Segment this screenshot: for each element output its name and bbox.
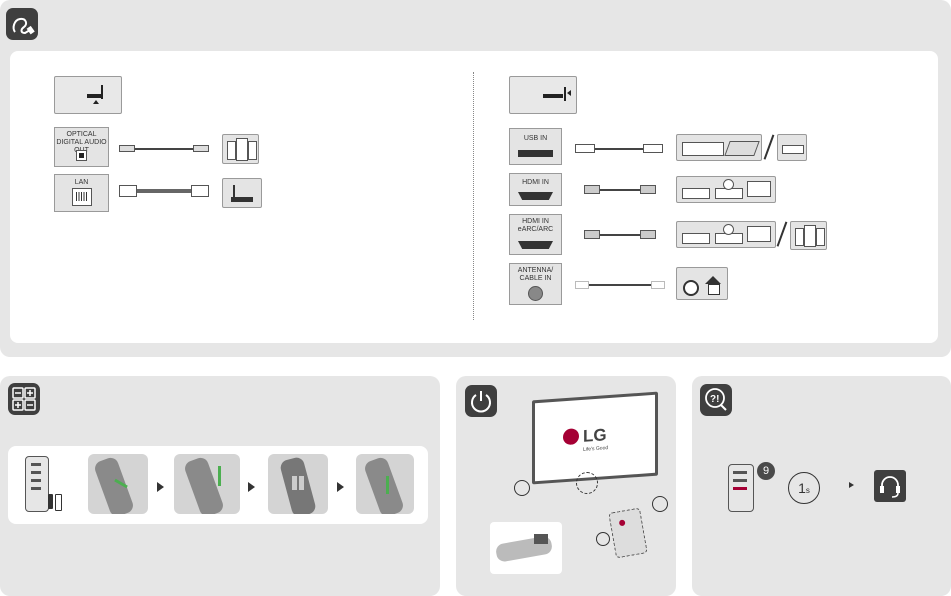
tv-frame: LG Life's Good (532, 391, 658, 485)
usb-cable (595, 148, 643, 150)
tv-side-left (54, 76, 122, 114)
step-arrow-3 (337, 482, 344, 492)
hdmi-devices (676, 176, 776, 203)
timer-unit: s (805, 486, 810, 495)
hdmi-arc-port: HDMI IN eARC/ARC (509, 214, 562, 255)
hdmi-arc-plug-a (584, 230, 600, 239)
lan-port: LAN (54, 174, 109, 212)
arc-speaker-device (790, 221, 827, 250)
hdmi-port: HDMI IN (509, 173, 562, 206)
support-panel: ?! 9 1s (692, 376, 951, 596)
hdmi-arc-cable (600, 234, 640, 236)
hdmi-plug-a (584, 185, 600, 194)
router-device (222, 178, 262, 208)
hdmi-arc-plug-b (640, 230, 656, 239)
lg-logo (563, 428, 579, 446)
step-3-photo (268, 454, 328, 514)
usb-port: USB IN (509, 128, 562, 165)
batteries-illustration (48, 494, 62, 511)
hdmi-arc-devices (676, 221, 776, 248)
usb-hdd-device (676, 134, 762, 161)
hdmi-plug-b (640, 185, 656, 194)
hdmi-cable (600, 189, 640, 191)
support-arrow (849, 482, 854, 488)
svg-text:?!: ?! (710, 394, 719, 405)
number-badge: 9 (757, 462, 775, 480)
tv-side-right (509, 76, 577, 114)
headset-icon (874, 470, 906, 502)
optical-plug-a (119, 145, 135, 152)
step-arrow-2 (248, 482, 255, 492)
antenna-plug-a (575, 281, 589, 289)
lg-slogan: Life's Good (583, 445, 609, 453)
optical-port: OPTICAL DIGITAL AUDIO OUT (54, 127, 109, 167)
hand-press-panel (490, 522, 562, 574)
remote-buttons-icon (8, 383, 40, 415)
tv-foot-left (514, 480, 530, 496)
optical-plug-b (193, 145, 209, 152)
cable-icon (6, 8, 38, 40)
step-1-photo (88, 454, 148, 514)
remote-panel (0, 376, 440, 596)
tv-foot-right (652, 496, 668, 512)
usb-port-label: USB IN (523, 135, 548, 142)
step-4-photo (356, 454, 414, 514)
optical-cable (135, 148, 193, 150)
hdmi-arc-port-label: HDMI IN eARC/ARC (517, 218, 554, 233)
antenna-cable (589, 284, 651, 286)
badge-number: 9 (762, 465, 770, 477)
section-divider (473, 72, 474, 320)
connections-inner (10, 51, 938, 343)
lan-plug-a (119, 185, 137, 197)
step-arrow-1 (157, 482, 164, 492)
connections-panel: OPTICAL DIGITAL AUDIO OUT LAN USB IN (0, 0, 951, 357)
remote-illustration (25, 456, 49, 512)
antenna-plug-b (651, 281, 665, 289)
step-2-photo (174, 454, 240, 514)
antenna-port-label: ANTENNA/ CABLE IN (517, 267, 554, 282)
power-panel: LG Life's Good (456, 376, 676, 596)
power-icon (465, 385, 497, 417)
lan-plug-b (191, 185, 209, 197)
lan-port-label: LAN (74, 179, 89, 186)
timer-label: 1 (798, 480, 806, 496)
antenna-house-device (676, 267, 728, 300)
usb-stick-device (777, 134, 807, 161)
help-icon: ?! (700, 384, 732, 416)
usb-plug-b (643, 144, 663, 153)
lg-brand: LG (583, 425, 607, 446)
lan-cable (137, 189, 191, 193)
remote-power-hand (608, 507, 648, 559)
timer-icon: 1s (788, 472, 820, 504)
support-remote (728, 464, 754, 512)
remote-power-icon (596, 532, 610, 546)
speaker-device (222, 134, 259, 164)
hdmi-port-label: HDMI IN (522, 179, 549, 186)
usb-plug-a (575, 144, 595, 153)
power-button-zoom (576, 472, 598, 494)
antenna-port: ANTENNA/ CABLE IN (509, 263, 562, 305)
